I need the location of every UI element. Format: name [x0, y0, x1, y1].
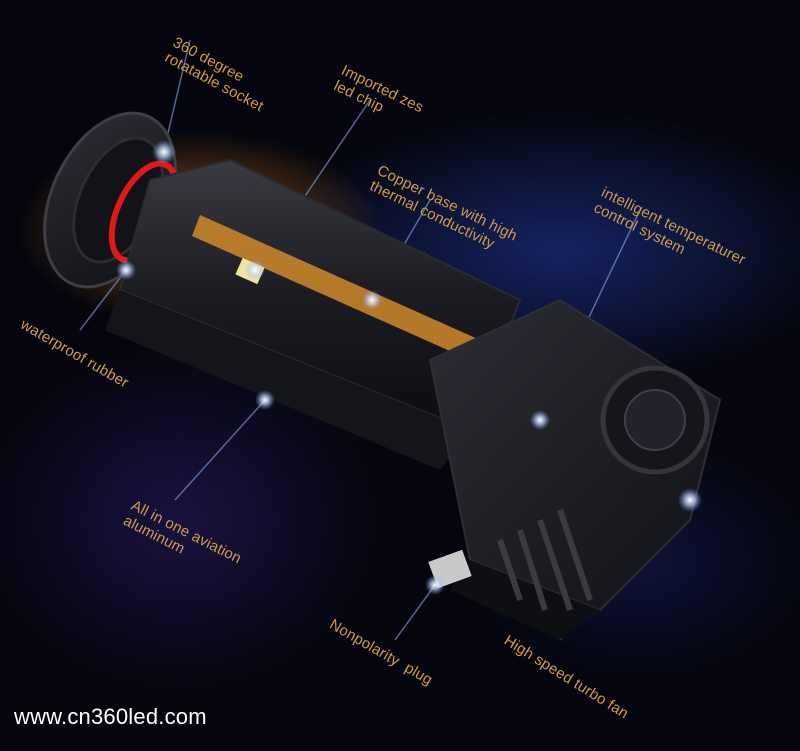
turbo-fan [600, 365, 710, 475]
website-watermark: www.cn360led.com [14, 704, 207, 729]
main-body-barrel [105, 158, 522, 470]
highlight-glows [116, 140, 702, 595]
